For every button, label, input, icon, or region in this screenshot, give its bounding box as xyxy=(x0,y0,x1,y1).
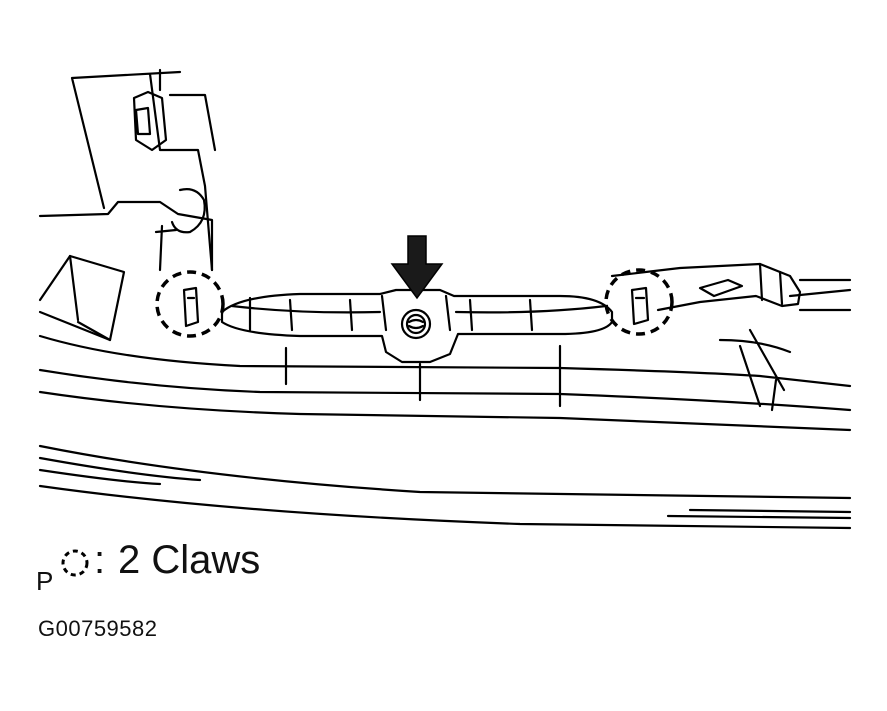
right-claw xyxy=(630,286,650,326)
legend-separator: : xyxy=(94,538,106,582)
upper-clip xyxy=(132,90,168,152)
upper-support-panel xyxy=(70,70,214,272)
left-block xyxy=(38,254,126,342)
main-bracket xyxy=(38,334,852,388)
figure-code: G00759582 xyxy=(38,616,158,641)
left-claw xyxy=(182,286,200,328)
bracket-slot xyxy=(220,288,614,364)
arrow-down-icon xyxy=(390,235,444,300)
dashed-circle-icon xyxy=(61,549,89,577)
claw-marker-right xyxy=(604,268,674,336)
legend-prefix: P xyxy=(36,566,54,596)
lower-trim xyxy=(38,444,852,500)
right-assembly xyxy=(610,262,802,312)
back-rail xyxy=(38,200,214,272)
bolt-head xyxy=(400,308,432,340)
claw-marker-left xyxy=(155,270,225,338)
legend-text: 2 Claws xyxy=(118,538,261,582)
